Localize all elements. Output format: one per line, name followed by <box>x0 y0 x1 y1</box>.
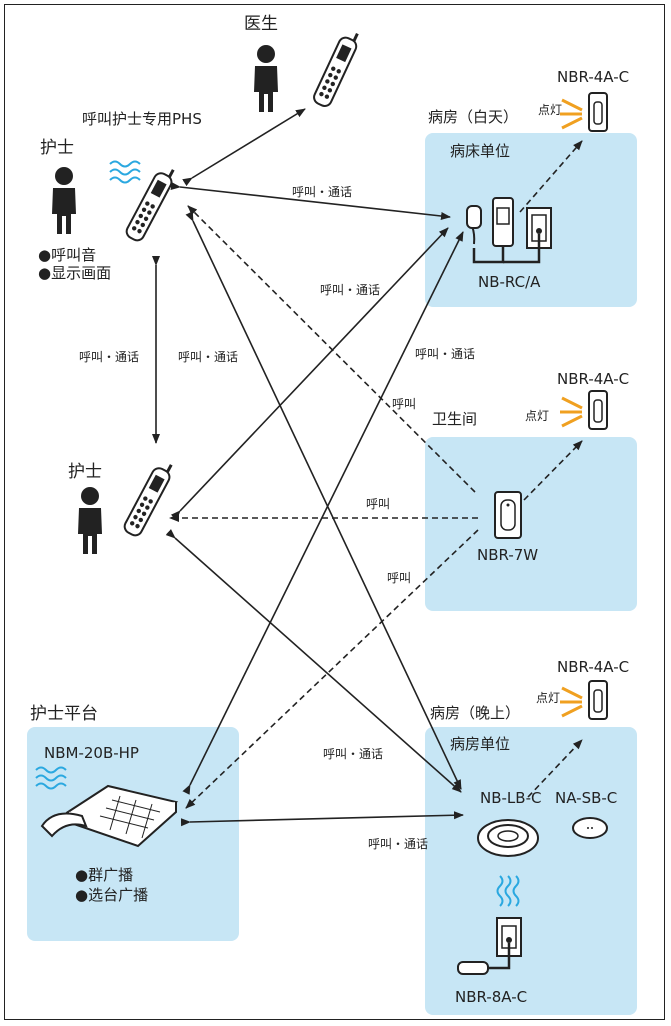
nurse-top-signal-wave-icon <box>109 160 141 184</box>
edge-label-toilet-to-station: 呼叫 <box>387 571 412 585</box>
edge-label-bed-to-nurse-mid: 呼叫・通话 <box>320 283 381 297</box>
lamp-1-icon <box>558 91 609 133</box>
doctor-label: 医生 <box>244 14 278 34</box>
call-sound-label: ●呼叫音 <box>38 246 97 264</box>
edge-label-nurse-mid-to-ward: 呼叫・通话 <box>323 747 384 761</box>
phs-call-label: 呼叫护士专用PHS <box>82 110 202 128</box>
lamp-3-icon <box>558 679 609 721</box>
station-model-label: NBM-20B-HP <box>44 744 139 762</box>
group-broadcast-label: ●群广播 <box>75 866 134 884</box>
lamp-1-model-label: NBR-4A-C <box>557 68 630 86</box>
nb-rc-a-device-icon <box>466 197 552 264</box>
edge-label-station-to-ward: 呼叫・通话 <box>368 837 429 851</box>
solid-connections <box>152 108 464 827</box>
nurse-top-phs-phone-icon <box>122 162 180 245</box>
lamp-2-model-label: NBR-4A-C <box>557 370 630 388</box>
lb-model-label: NB-LB-C <box>480 789 542 807</box>
nurse-station-label: 护士平台 <box>30 704 98 724</box>
light-on-1-label: 点灯 <box>538 103 563 117</box>
select-broadcast-label: ●选台广播 <box>75 886 149 904</box>
nurse-mid-phs-phone-icon <box>120 457 178 540</box>
nurse-station-console-icon <box>40 784 179 848</box>
nurse-mid-person-icon <box>78 487 102 554</box>
lamp-2-icon <box>558 389 609 431</box>
nbr-8a-c-device-icon <box>457 917 522 975</box>
rc-model-label: NB-RC/A <box>478 273 541 291</box>
toilet-label: 卫生间 <box>432 410 478 428</box>
dashed-connections <box>169 140 583 809</box>
station-signal-wave-icon <box>35 766 67 790</box>
diagram-frame <box>4 4 665 1020</box>
w7-model-label: NBR-7W <box>477 546 539 564</box>
nb-lb-c-device-icon <box>477 819 539 857</box>
edge-label-nurse-to-bed: 呼叫・通话 <box>292 185 353 199</box>
sb-model-label: NA-SB-C <box>555 789 618 807</box>
nbr-7w-device-icon <box>494 491 522 539</box>
edge-label-toilet-to-nurse-top: 呼叫 <box>392 397 417 411</box>
light-on-2-label: 点灯 <box>525 409 550 423</box>
ward-signal-wave-icon <box>496 875 520 907</box>
edge-label-toilet-to-nurse-mid: 呼叫 <box>366 497 391 511</box>
a8-model-label: NBR-8A-C <box>455 988 528 1006</box>
nurse-top-label: 护士 <box>40 138 74 158</box>
light-on-3-label: 点灯 <box>536 691 561 705</box>
nurse-top-person-icon <box>52 167 76 234</box>
edge-label-nurse-to-nurse: 呼叫・通话 <box>79 350 140 364</box>
doctor-phs-phone-icon <box>310 26 364 110</box>
edge-label-nurse-to-ward: 呼叫・通话 <box>178 350 239 364</box>
display-screen-label: ●显示画面 <box>38 264 112 282</box>
ward-day-label: 病房（白天） <box>428 108 519 126</box>
edge-label-station-to-bed: 呼叫・通话 <box>415 347 476 361</box>
bed-unit-label: 病床单位 <box>450 142 511 160</box>
na-sb-c-device-icon <box>572 817 608 839</box>
ward-night-label: 病房（晚上） <box>430 704 521 722</box>
nurse-mid-label: 护士 <box>68 462 102 482</box>
ward-unit-label: 病房单位 <box>450 735 511 753</box>
doctor-person-icon <box>254 45 278 112</box>
lamp-3-model-label: NBR-4A-C <box>557 658 630 676</box>
